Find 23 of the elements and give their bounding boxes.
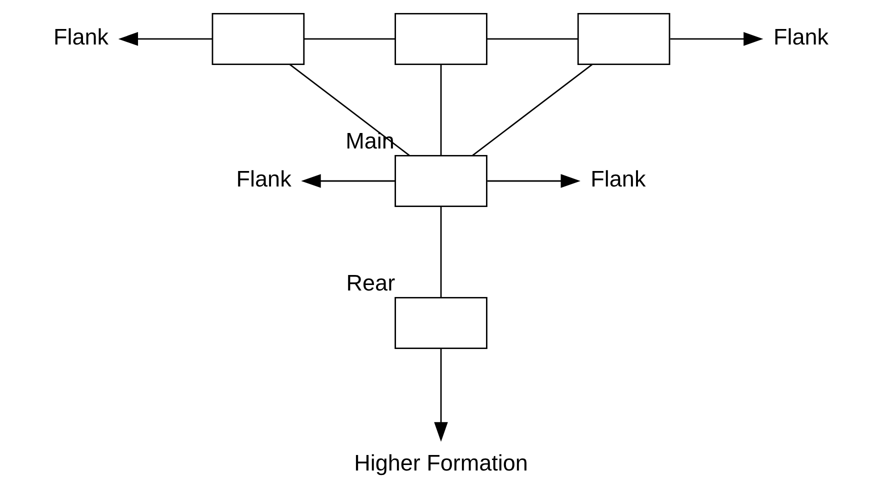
connector — [304, 38, 395, 40]
arrow — [434, 348, 448, 442]
node-box — [576, 12, 670, 65]
connector — [440, 206, 442, 298]
node-label: Rear — [346, 270, 395, 296]
connector — [486, 38, 578, 40]
node-box — [394, 154, 487, 207]
connector — [440, 64, 442, 156]
node-box — [211, 12, 304, 65]
node-label: Main — [345, 128, 394, 154]
node-text: Flank — [590, 166, 646, 192]
arrow — [670, 32, 763, 46]
arrow — [118, 32, 212, 46]
arrow — [300, 174, 395, 188]
node-box — [394, 297, 487, 350]
node-text: Higher Formation — [354, 450, 528, 476]
node-text: Flank — [772, 24, 828, 50]
node-box — [394, 12, 487, 65]
node-text: Flank — [236, 166, 291, 192]
arrow — [486, 174, 580, 188]
connector — [472, 64, 592, 156]
node-text: Flank — [52, 24, 108, 50]
connector — [288, 64, 410, 156]
